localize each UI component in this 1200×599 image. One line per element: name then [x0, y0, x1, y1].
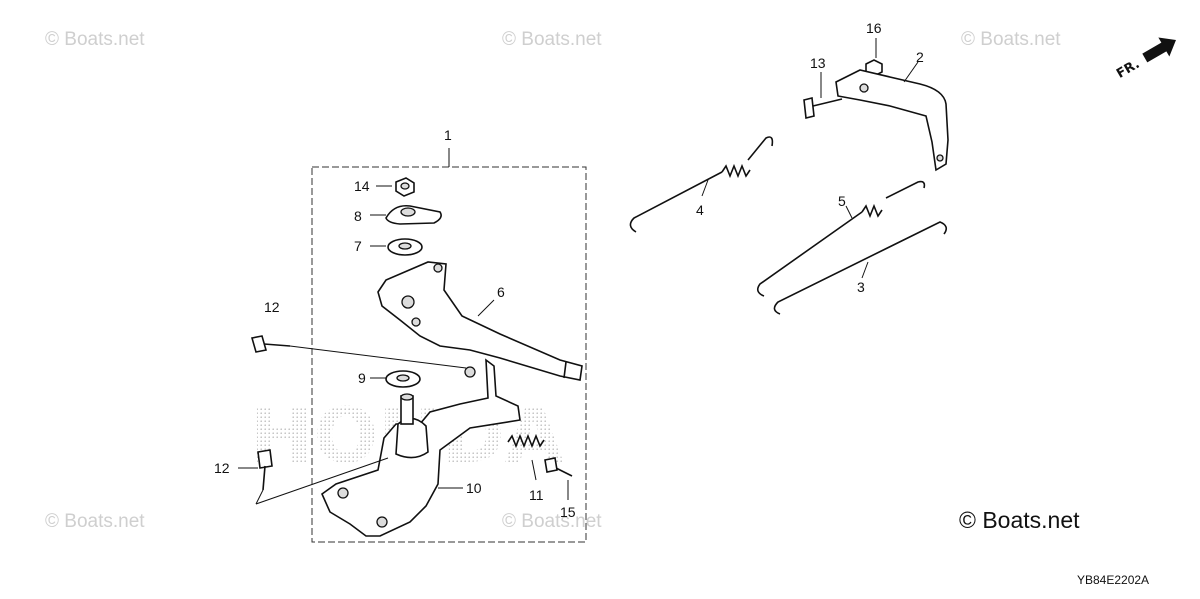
part-12-bolt-lower	[257, 449, 273, 491]
callout-4: 4	[696, 202, 704, 218]
part-14-nut	[395, 177, 415, 197]
front-direction-label: FR.	[1114, 57, 1142, 82]
callout-14: 14	[354, 178, 370, 194]
watermark-bottom-center: © Boats.net	[502, 511, 602, 532]
callout-15: 15	[560, 504, 576, 520]
callout-3: 3	[857, 279, 865, 295]
callout-12-lower: 12	[214, 460, 230, 476]
callout-16: 16	[866, 20, 882, 36]
part-3-rod	[773, 221, 948, 315]
part-9-washer	[385, 370, 421, 388]
watermark-top-left: © Boats.net	[45, 29, 145, 50]
part-8-plate	[385, 204, 442, 225]
watermark-bottom-left: © Boats.net	[45, 511, 145, 532]
part-2-lever-bracket	[835, 69, 949, 172]
part-13-bolt	[803, 97, 843, 119]
part-15-bolt	[544, 457, 573, 477]
callout-10: 10	[466, 480, 482, 496]
part-7-washer	[387, 238, 423, 256]
callout-2: 2	[916, 49, 924, 65]
copyright-notice: © Boats.net	[959, 507, 1080, 533]
callout-11: 11	[529, 487, 544, 503]
part-11-spring	[507, 433, 545, 449]
watermark-top-right: © Boats.net	[961, 29, 1061, 50]
callout-9: 9	[358, 370, 366, 386]
callout-7: 7	[354, 238, 362, 254]
part-10-base-bracket	[321, 358, 521, 537]
part-6-control-lever	[377, 261, 583, 381]
leader-lines	[238, 38, 919, 505]
diagram-code: YB84E2202A	[1077, 573, 1150, 587]
callout-5: 5	[838, 193, 846, 209]
callout-1: 1	[444, 127, 452, 143]
callout-6: 6	[497, 284, 505, 300]
callout-13: 13	[810, 55, 826, 71]
watermark-top-center: © Boats.net	[502, 29, 602, 50]
front-direction-arrow-icon: FR.	[1114, 37, 1176, 82]
part-5-spring-rod	[756, 180, 926, 297]
part-4-spring-rod	[629, 136, 774, 233]
callout-12-upper: 12	[264, 299, 280, 315]
part-12-bolt-upper	[250, 335, 291, 353]
callout-8: 8	[354, 208, 362, 224]
